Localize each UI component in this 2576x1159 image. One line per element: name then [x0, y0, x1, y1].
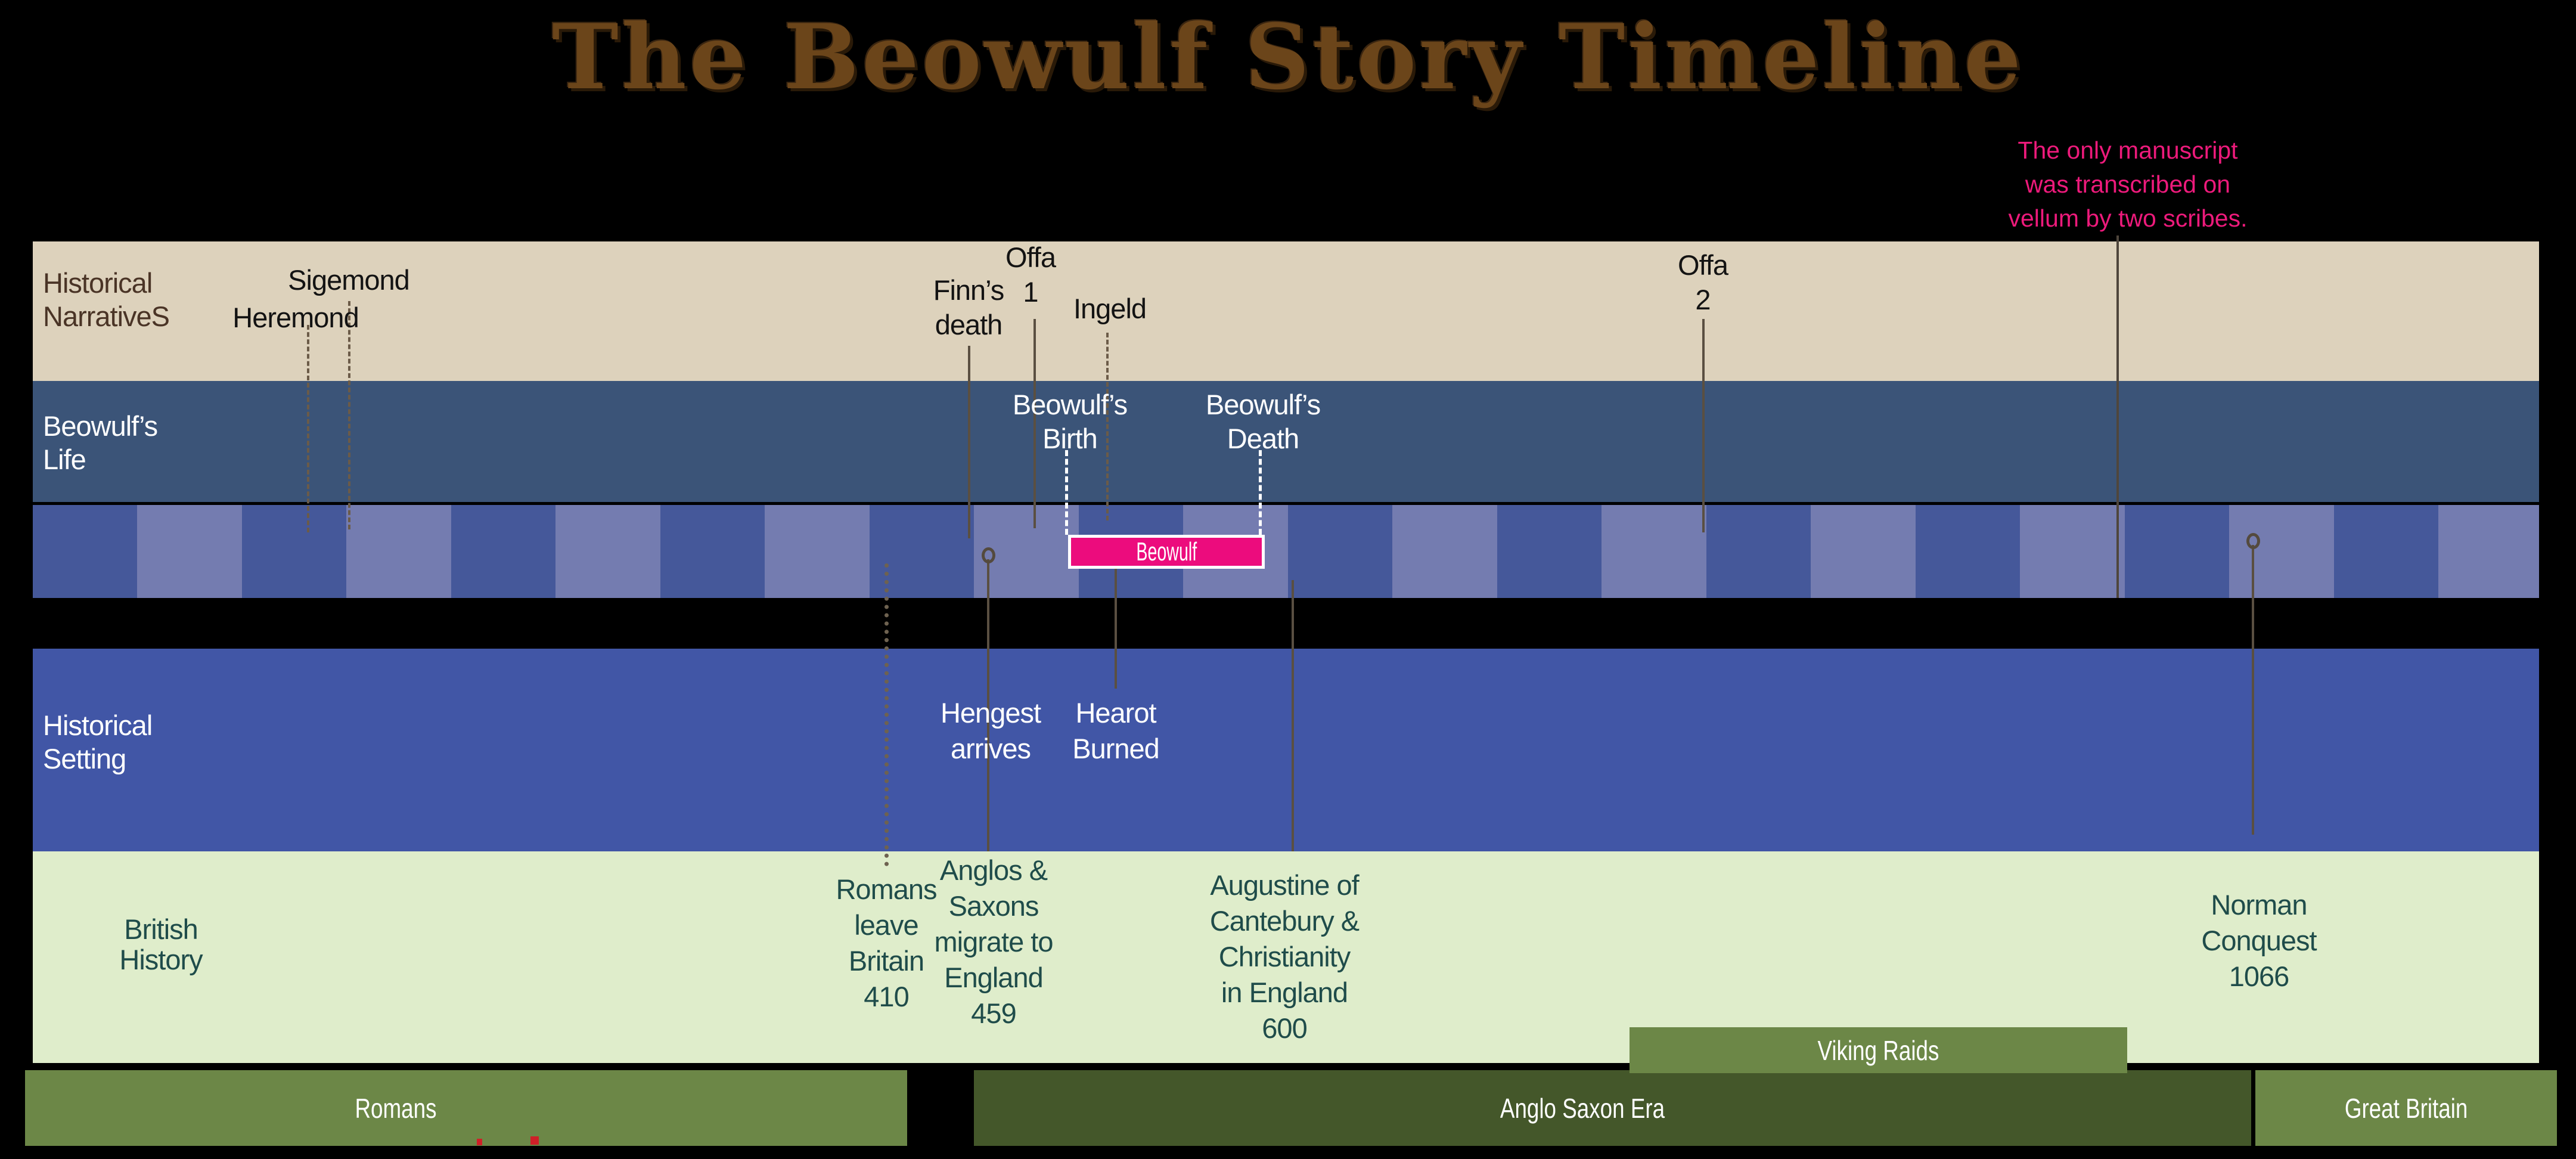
event-norman-conquest: Norman Conquest 1066: [2201, 887, 2317, 994]
romans-era-bar: Romans: [25, 1070, 907, 1146]
event-hearot-burned-line: Hearot: [1075, 697, 1156, 729]
event-beowulf-death: Beowulf’s Death: [1205, 388, 1321, 455]
event-offa-2-line: 2: [1695, 284, 1711, 315]
timeline-stripes-band: [33, 505, 2539, 598]
event-romans-leave-line: Britain: [848, 945, 924, 977]
event-hearot-burned-line: Burned: [1072, 733, 1160, 764]
birth-connector-line: [1065, 450, 1068, 535]
ingeld-connector-line: [1106, 333, 1109, 520]
manuscript-connector-line: [2116, 235, 2119, 598]
norman-ring-marker: [2246, 533, 2260, 549]
manuscript-note: The only manuscript was transcribed on v…: [2008, 134, 2247, 235]
beowulf-span-label: Beowulf: [1136, 537, 1197, 566]
hengest-anglos-connector-line: [987, 559, 989, 851]
event-anglo-migrate: Anglos & Saxons migrate to England 459: [934, 853, 1054, 1031]
hearot-connector-line: [1115, 568, 1117, 689]
event-hengest-arrives: Hengest arrives: [941, 695, 1041, 767]
event-beowulf-birth: Beowulf’s Birth: [1012, 388, 1128, 455]
event-offa-2: Offa 2: [1678, 248, 1728, 317]
event-sigemond: Sigemond: [288, 264, 410, 296]
heremond-connector-line: [307, 325, 309, 532]
life-row-label: Beowulf’s Life: [43, 410, 158, 476]
offa1-connector-line: [1033, 319, 1036, 528]
history-row-label-line: British: [124, 913, 198, 945]
anglo-saxon-era-label: Anglo Saxon Era: [1500, 1092, 1665, 1124]
event-finns-death-line: death: [935, 309, 1003, 340]
event-norman-conquest-line: Norman: [2211, 889, 2307, 921]
setting-row-label-line: Historical: [43, 709, 153, 741]
romans-leave-connector-line: [884, 563, 889, 866]
event-hengest-arrives-line: arrives: [950, 733, 1031, 764]
life-row-label-line: Life: [43, 444, 86, 475]
life-row-label-line: Beowulf’s: [43, 410, 158, 442]
anglo-saxon-era-bar: Anglo Saxon Era: [974, 1070, 2251, 1146]
viking-raids-label: Viking Raids: [1817, 1034, 1939, 1066]
history-row-label: British History: [119, 913, 203, 975]
red-artifact-mark: [530, 1136, 539, 1145]
red-artifact-mark: [477, 1139, 482, 1145]
event-augustine-line: Augustine of: [1210, 869, 1359, 901]
event-anglo-migrate-line: 459: [971, 997, 1016, 1029]
event-norman-conquest-line: Conquest: [2201, 925, 2317, 956]
event-augustine-line: in England: [1221, 977, 1348, 1008]
viking-raids-bar: Viking Raids: [1630, 1027, 2127, 1073]
event-romans-leave-line: Romans: [836, 873, 937, 905]
event-beowulf-birth-line: Beowulf’s: [1012, 389, 1128, 420]
event-augustine-line: Cantebury &: [1209, 905, 1360, 937]
narratives-row-label: Historical NarrativeS: [43, 266, 170, 333]
event-beowulf-death-line: Death: [1227, 423, 1299, 454]
event-augustine-line: 600: [1262, 1012, 1307, 1044]
setting-row-label-line: Setting: [43, 743, 126, 774]
event-norman-conquest-line: 1066: [2229, 960, 2290, 992]
event-anglo-migrate-line: Saxons: [948, 890, 1039, 922]
romans-era-label: Romans: [355, 1092, 437, 1124]
offa2-connector-line: [1702, 319, 1705, 532]
event-hearot-burned: Hearot Burned: [1072, 695, 1160, 767]
event-offa-1-line: Offa: [1005, 241, 1056, 273]
narratives-row-label-line: Historical: [43, 267, 153, 299]
event-offa-1: Offa 1: [1005, 240, 1056, 309]
page-title: The Beowulf Story Timeline: [552, 5, 2024, 110]
event-beowulf-death-line: Beowulf’s: [1205, 389, 1321, 420]
event-heremond: Heremond: [232, 302, 359, 333]
event-finns-death-line: Finn’s: [933, 274, 1005, 306]
beowulfs-life-band: [33, 381, 2539, 502]
history-row-label-line: History: [119, 944, 203, 975]
narratives-row-label-line: NarrativeS: [43, 300, 170, 332]
sigemond-connector-line: [348, 301, 350, 529]
hengest-ring-marker: [982, 547, 995, 563]
event-offa-1-line: 1: [1023, 276, 1038, 308]
event-hengest-arrives-line: Hengest: [940, 697, 1041, 729]
augustine-connector-line: [1292, 580, 1294, 851]
event-ingeld: Ingeld: [1073, 293, 1147, 324]
manuscript-note-line: vellum by two scribes.: [2008, 204, 2248, 232]
event-romans-leave: Romans leave Britain 410: [836, 872, 937, 1015]
manuscript-note-line: was transcribed on: [2025, 171, 2231, 198]
event-offa-2-line: Offa: [1678, 249, 1728, 281]
great-britain-era-label: Great Britain: [2344, 1092, 2468, 1124]
death-connector-line: [1259, 450, 1262, 535]
event-anglo-migrate-line: migrate to: [934, 926, 1054, 957]
event-beowulf-birth-line: Birth: [1042, 423, 1098, 454]
norman-connector-line: [2252, 545, 2254, 835]
event-augustine-line: Christianity: [1218, 941, 1351, 972]
historical-setting-band: [33, 649, 2539, 851]
event-augustine: Augustine of Cantebury & Christianity in…: [1209, 867, 1360, 1046]
great-britain-era-bar: Great Britain: [2255, 1070, 2557, 1146]
finns-death-connector-line: [968, 346, 970, 538]
event-anglo-migrate-line: Anglos &: [939, 854, 1048, 886]
event-anglo-migrate-line: England: [944, 962, 1043, 993]
historical-narratives-band: [33, 241, 2539, 381]
manuscript-note-line: The only manuscript: [2018, 137, 2238, 164]
setting-row-label: Historical Setting: [43, 709, 153, 776]
event-finns-death: Finn’s death: [933, 273, 1005, 342]
event-romans-leave-line: leave: [854, 909, 918, 941]
beowulf-span-box: Beowulf: [1068, 535, 1265, 569]
event-romans-leave-line: 410: [864, 981, 909, 1012]
